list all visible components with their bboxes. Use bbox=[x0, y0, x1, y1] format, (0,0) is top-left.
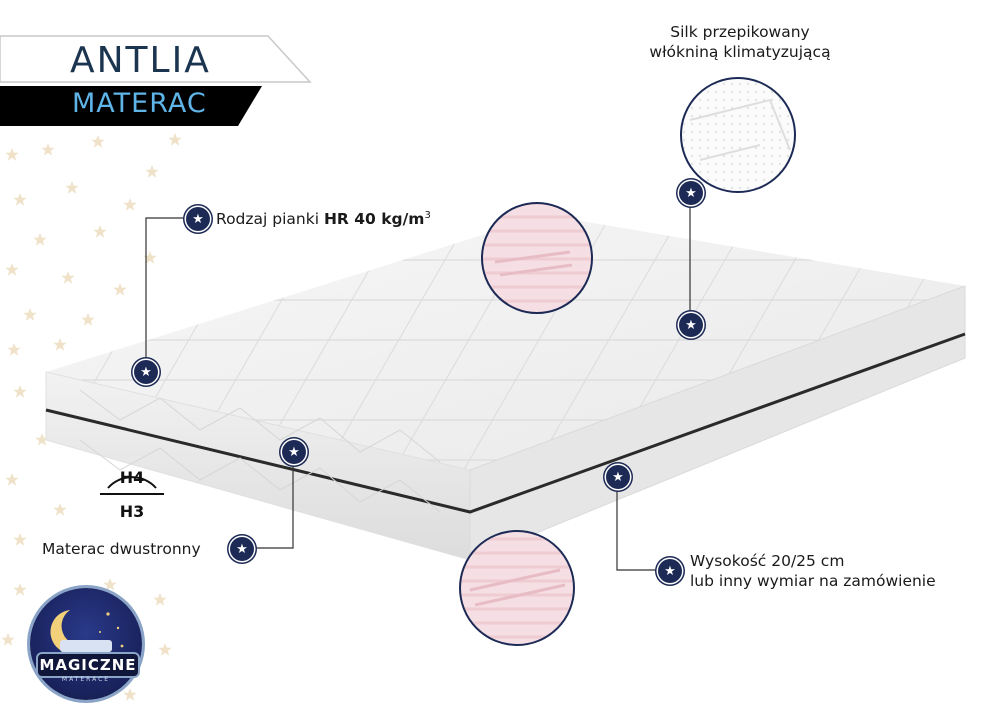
star-icon: ★ bbox=[679, 313, 703, 337]
logo-brand-text: MAGICZNE bbox=[36, 652, 140, 678]
double-sided-label: Materac dwustronny bbox=[42, 540, 201, 558]
cover-label: Silk przepikowany włókniną klimatyzującą bbox=[649, 23, 831, 62]
foam-type-label: Rodzaj pianki HR 40 kg/m3 bbox=[216, 210, 431, 229]
hardness-bottom: H3 bbox=[119, 502, 145, 521]
star-icon: ★ bbox=[186, 207, 210, 231]
hardness-top: H4 bbox=[119, 468, 145, 487]
height-label: Wysokość 20/25 cm lub inny wymiar na zam… bbox=[690, 552, 936, 591]
hardness-indicator: H4 H3 bbox=[98, 458, 166, 530]
star-icon: ★ bbox=[230, 537, 254, 561]
star-icon: ★ bbox=[658, 559, 682, 583]
brand-logo bbox=[30, 588, 142, 700]
star-icon: ★ bbox=[134, 360, 158, 384]
star-icon: ★ bbox=[606, 465, 630, 489]
product-subtitle: MATERAC bbox=[72, 88, 207, 119]
star-icon: ★ bbox=[679, 181, 703, 205]
title-banner bbox=[0, 35, 312, 126]
product-name: ANTLIA bbox=[70, 40, 211, 81]
logo-sub-text: MATERACE bbox=[61, 676, 111, 683]
star-icon: ★ bbox=[282, 440, 306, 464]
